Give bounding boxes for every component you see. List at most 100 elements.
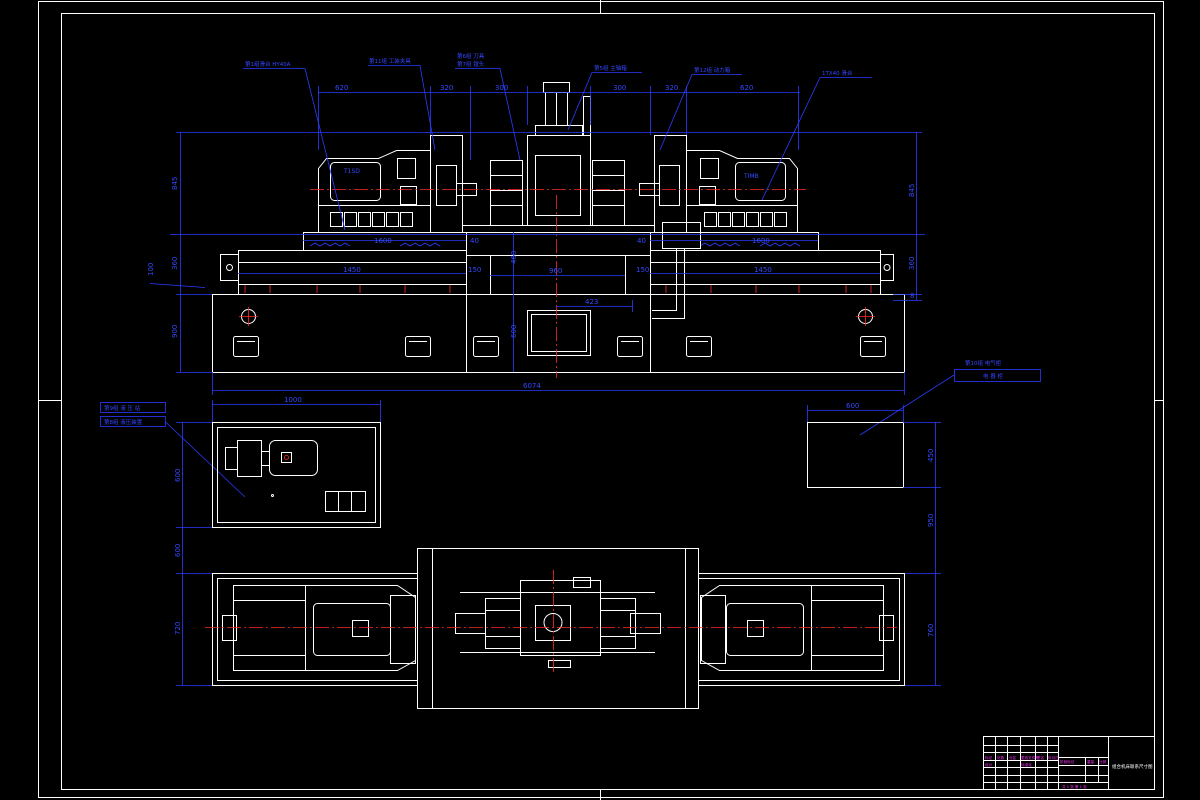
power-head-right-motor <box>735 162 786 201</box>
callout-hydraulic-unit: 第8组 液压装置 <box>104 418 143 426</box>
end-cap-left <box>220 254 239 281</box>
callout-hydraulic-station: 第9组 液 压 站 <box>104 404 141 412</box>
power-head-left-body <box>318 150 431 233</box>
callout-tool-leader <box>455 68 521 161</box>
dim-mid-height: 460 <box>510 251 518 264</box>
dim-offset: 423 <box>585 298 598 306</box>
plan-motor-left-terminal <box>352 620 369 637</box>
dim-ticks-left <box>176 294 212 373</box>
station-marker <box>271 494 274 497</box>
bed-center-opening <box>527 310 591 356</box>
tb-weight: 重量 <box>1087 759 1095 764</box>
power-head-right-detail <box>699 186 716 205</box>
hydraulic-station-outer <box>212 422 381 528</box>
tb-row-label-3: 分区 <box>1009 755 1017 760</box>
bed-window <box>405 336 431 357</box>
tb-row-label-6: 年月日 <box>1048 755 1059 760</box>
hydraulic-station-inner <box>217 427 376 523</box>
bed-windows <box>233 336 886 357</box>
dim-cab-height: 450 <box>927 449 935 462</box>
power-head-left: T1SD <box>318 135 477 233</box>
dim-right-1: 845 <box>908 184 916 197</box>
tb-sheet: 共 1 张 第 1 张 <box>1062 784 1087 789</box>
plan-tool-right <box>630 613 661 634</box>
plan-clamp-left-detail <box>485 610 520 637</box>
plan-spindle-bracket <box>573 577 591 588</box>
power-head-left-motor <box>330 162 381 201</box>
callout-electric-cabinet-tag: 电 器 柜 <box>983 372 1003 380</box>
tool-arbor-right <box>639 183 660 196</box>
power-head-left-cell <box>344 212 357 227</box>
bed-window <box>473 336 499 357</box>
plan-spindle-bore <box>543 613 563 632</box>
power-head-right-cell <box>746 212 759 227</box>
power-head-left-label: T1SD <box>343 168 360 175</box>
tb-row-label-1: 标记 <box>985 755 993 760</box>
dim-gap-right: 40 <box>637 237 646 245</box>
power-head-right-cell <box>718 212 731 227</box>
callout-spindle-box: 第5组 主轴箱 <box>594 64 627 72</box>
callout-slide-unit-leader <box>761 77 872 201</box>
dim-top-5: 320 <box>665 84 678 92</box>
dim-end-left: 150 <box>468 266 481 274</box>
spindle-column-window <box>535 155 581 216</box>
power-head-right: TIMB <box>639 135 798 233</box>
dim-small-left-leader <box>149 283 206 288</box>
power-head-right-body <box>686 150 798 233</box>
plan-slide-left-rails <box>233 600 305 656</box>
dim-slide-left: 1600 <box>374 237 392 245</box>
valve-block-dividers <box>338 491 352 511</box>
dim-left-2: 360 <box>171 257 179 270</box>
plan-fixture-workpiece <box>535 605 571 641</box>
callout-power-box-leader <box>659 74 742 151</box>
plan-headstock-right <box>700 595 726 664</box>
hydraulic-box <box>662 222 701 249</box>
end-cap-left-bolt <box>226 264 233 271</box>
callout-slide: 第1组滑台 HY40A <box>245 60 291 68</box>
dim-left-1: 845 <box>171 177 179 190</box>
callout-slide-leader <box>243 68 346 231</box>
pipe-inner <box>652 249 685 319</box>
electric-cabinet <box>807 422 904 488</box>
dim-hyd-height: 600 <box>174 469 182 482</box>
callout-tool: 第6组 刀具 <box>457 52 485 60</box>
bed-center-opening-inner <box>531 314 587 352</box>
plan-tool-left <box>455 613 486 634</box>
power-head-left-cell <box>372 212 385 227</box>
tb-stage: 阶段标记 <box>1060 759 1075 764</box>
plan-slide-right-rails <box>811 600 883 656</box>
power-head-right-detail <box>700 158 719 179</box>
dim-left-3: 900 <box>171 325 179 338</box>
plan-motor-right-terminal <box>747 620 764 637</box>
dim-right-2: 360 <box>908 257 916 270</box>
hydraulic-station-plan: 1000 <box>212 396 381 528</box>
elevation-dimensions: 620 320 300 300 320 620 845 360 900 845 … <box>147 84 925 395</box>
electric-cabinet-plan: 600 <box>807 402 904 488</box>
title-block-grid-left <box>983 736 1059 790</box>
power-head-right-cell <box>760 212 773 227</box>
lifting-hole-center-right <box>856 307 875 326</box>
fixture-jaw-right-ribs <box>592 175 624 206</box>
plan-middle-bed-walls <box>432 548 686 708</box>
plan-table-right <box>701 585 812 671</box>
tb-design: 设计 <box>985 762 993 767</box>
power-head-left-detail <box>400 186 417 205</box>
dim-top-6: 620 <box>740 84 753 92</box>
dim-slide-right: 1600 <box>752 237 770 245</box>
dim-plan-left: 720 <box>174 622 182 635</box>
dim-plan-left-extensions <box>176 422 212 686</box>
slide-scale-right <box>699 242 801 247</box>
dim-hyd-width: 1000 <box>284 396 302 404</box>
dim-top-2: 320 <box>440 84 453 92</box>
plan-middle-bed <box>417 548 699 709</box>
tb-scale: 比例 <box>1099 759 1107 764</box>
callout-fixture-leader <box>368 65 436 151</box>
tb-standardization: 标准化 <box>1021 762 1032 767</box>
pump-motor-terminal <box>281 452 292 463</box>
tb-row-label-4: 更改文件号 <box>1021 755 1039 760</box>
valve-block <box>325 491 366 512</box>
dim-bed-height: 600 <box>510 325 518 338</box>
plan-clamp-right-detail <box>600 610 635 637</box>
plan-motor-right <box>726 603 804 656</box>
drawing-frame <box>38 0 1164 800</box>
